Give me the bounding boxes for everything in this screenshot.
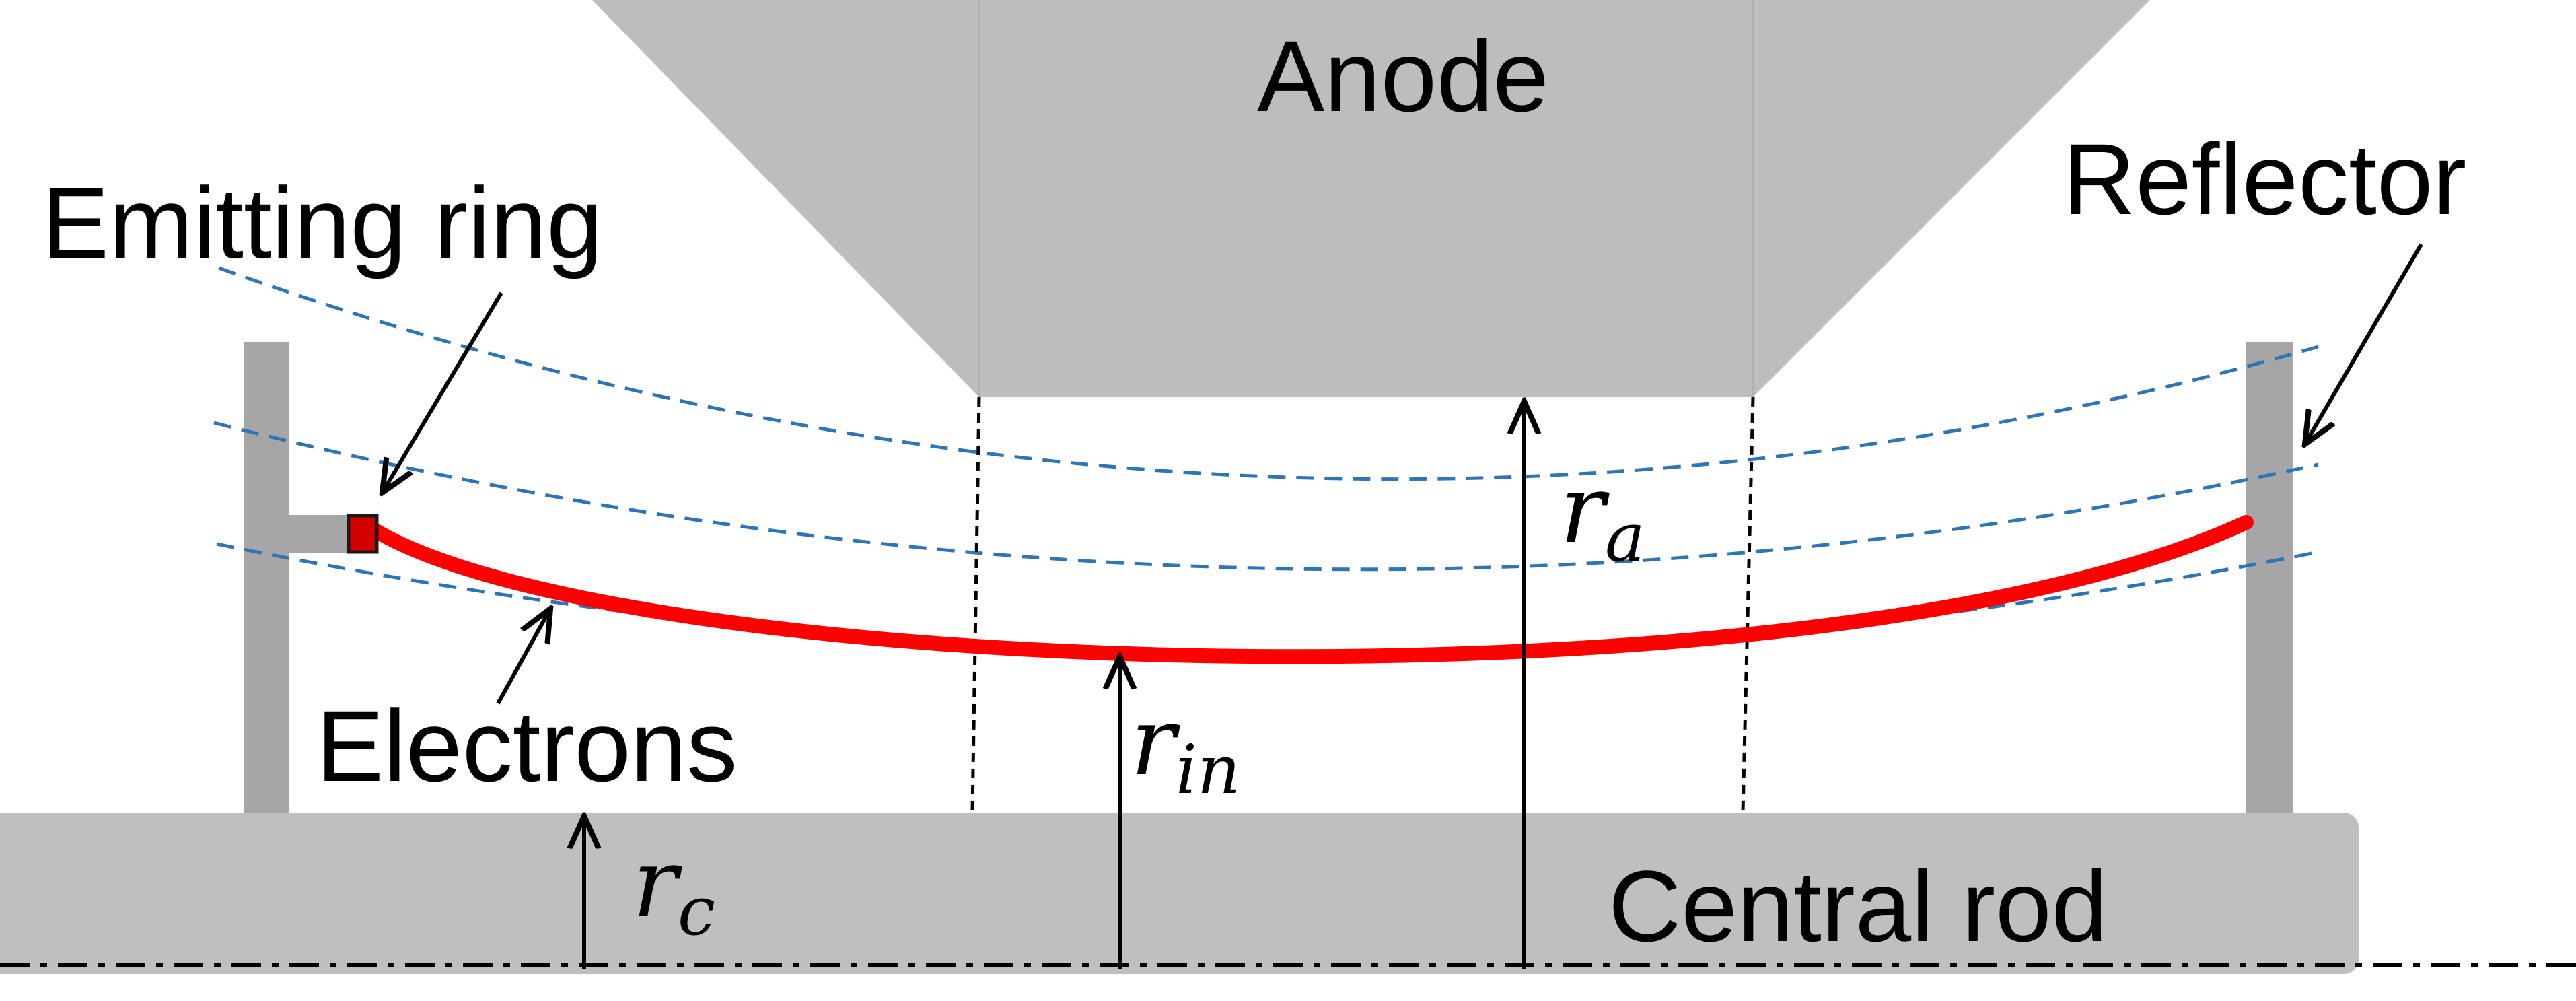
- reflector-label: Reflector: [2063, 123, 2466, 236]
- central-rod-body: [0, 813, 2359, 974]
- electron-beam: [361, 515, 2254, 664]
- r-a-label: ra: [1560, 455, 1645, 577]
- anode-body: [592, 0, 2150, 397]
- central-rod-label: Central rod: [1608, 850, 2108, 963]
- r-in-label: rin: [1131, 687, 1240, 809]
- field-lines: [213, 266, 2319, 656]
- anode-boundary-left: [970, 396, 981, 812]
- reflector-post: [2246, 342, 2293, 828]
- r-c-label: rc: [633, 829, 715, 951]
- emitting-ring-marker: [347, 514, 379, 554]
- emitter-arm: [289, 515, 357, 553]
- anode-label: Anode: [1257, 20, 1549, 133]
- electrons-pointer: [496, 609, 550, 705]
- emitting-ring-pointer: [382, 291, 503, 493]
- anode-boundary-right: [1741, 396, 1755, 812]
- emitting-ring-label: Emitting ring: [42, 166, 603, 279]
- reflector-pointer: [2305, 243, 2423, 444]
- left-support-post: [244, 342, 289, 828]
- electrons-label: Electrons: [316, 689, 737, 802]
